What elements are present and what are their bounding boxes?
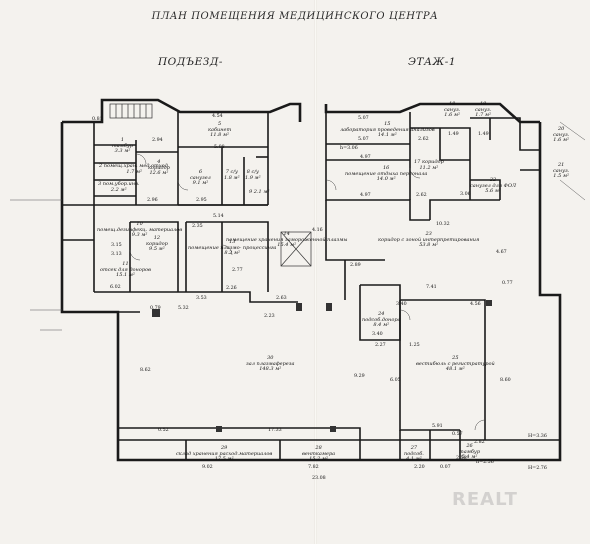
dim-label: 0.81 (92, 117, 103, 122)
room-9-label: 9 2.1 м² (249, 189, 270, 195)
dim-label: 2.63 (276, 296, 287, 301)
dim-label: 2.23 (264, 314, 275, 319)
dim-label: 2.27 (375, 343, 386, 348)
dim-label: 2.26 (226, 286, 237, 291)
dim-label: 0.77 (502, 281, 513, 286)
dim-label: 2.62 (418, 137, 429, 142)
dim-label: 8.62 (140, 368, 151, 373)
dim-label: 5.14 (213, 214, 224, 219)
dim-label: 10.32 (436, 222, 450, 227)
dim-label: 7.41 (426, 285, 437, 290)
dim-label: 1.49 (478, 132, 489, 137)
dim-label: 7.82 (308, 465, 319, 470)
dim-label: 4.56 (470, 302, 481, 307)
dim-label: 0.52 (158, 428, 169, 433)
dim-label: 5.07 (358, 137, 369, 142)
floor-label: ЭТАЖ-1 (408, 56, 457, 68)
plan-title: ПЛАН ПОМЕЩЕНИЯ МЕДИЦИНСКОГО ЦЕНТРА (151, 11, 439, 22)
dim-label: 2.58 (456, 456, 467, 461)
dim-label: 3.40 (396, 302, 407, 307)
dim-label: 6.05 (390, 378, 401, 383)
dim-label: 5.08 (214, 145, 225, 150)
dim-label: 2.20 (414, 465, 425, 470)
dim-label: 6.02 (110, 285, 121, 290)
dim-label: 5.91 (432, 424, 443, 429)
dim-label: 4.97 (360, 193, 371, 198)
dim-label: 3.15 (111, 243, 122, 248)
dim-label: 3.06 (460, 192, 471, 197)
watermark: REALT (452, 489, 518, 510)
dim-label: 5.32 (178, 306, 189, 311)
dim-label: 2.77 (232, 268, 243, 273)
dim-label: 2.62 (416, 193, 427, 198)
entrance-label: ПОДЪЕЗД- (158, 56, 223, 68)
stair-hatching (109, 103, 312, 267)
dim-label: 4.54 (212, 114, 223, 119)
columns (152, 300, 492, 432)
dim-label: 0.57 (452, 432, 463, 437)
dim-label: 9.29 (354, 374, 365, 379)
dim-label: 2.89 (350, 263, 361, 268)
dim-label: 2.96 (147, 198, 158, 203)
dim-label: H=3.36 (528, 434, 547, 439)
dim-label: 2.95 (196, 198, 207, 203)
dim-label: 4.67 (496, 250, 507, 255)
paper-fold (314, 0, 317, 544)
dim-label: 3.53 (196, 296, 207, 301)
dim-label: 17.33 (268, 428, 282, 433)
dim-label: 4.97 (360, 155, 371, 160)
dim-label: 9.02 (202, 465, 213, 470)
room-2-label: 2 помещ.хран. мед.отход.1.7 м² (99, 163, 170, 175)
dim-label: h=3.06 (340, 146, 358, 151)
dim-label: 0.79 (150, 306, 161, 311)
dim-label: 4.16 (312, 228, 323, 233)
dim-label: 2.94 (152, 138, 163, 143)
door-swings (129, 153, 486, 431)
dim-label: 3.40 (372, 332, 383, 337)
room-3-label: 3 пом.убор.инв.2.2 м² (98, 181, 140, 193)
dim-label: 1.49 (448, 132, 459, 137)
dim-label: 2.82 (474, 440, 485, 445)
dim-label: H=2.76 (528, 466, 547, 471)
dim-label: 0.07 (440, 465, 451, 470)
grid-lines (10, 121, 586, 331)
interior-walls (62, 112, 560, 460)
dim-label: 2.35 (192, 224, 203, 229)
dim-label: h=2.56 (476, 460, 494, 465)
dim-label: 23.08 (312, 476, 326, 481)
dim-label: 3.13 (111, 252, 122, 257)
dim-label: 5.07 (358, 116, 369, 121)
dim-label: 1.25 (409, 343, 420, 348)
dim-label: 8.60 (500, 378, 511, 383)
